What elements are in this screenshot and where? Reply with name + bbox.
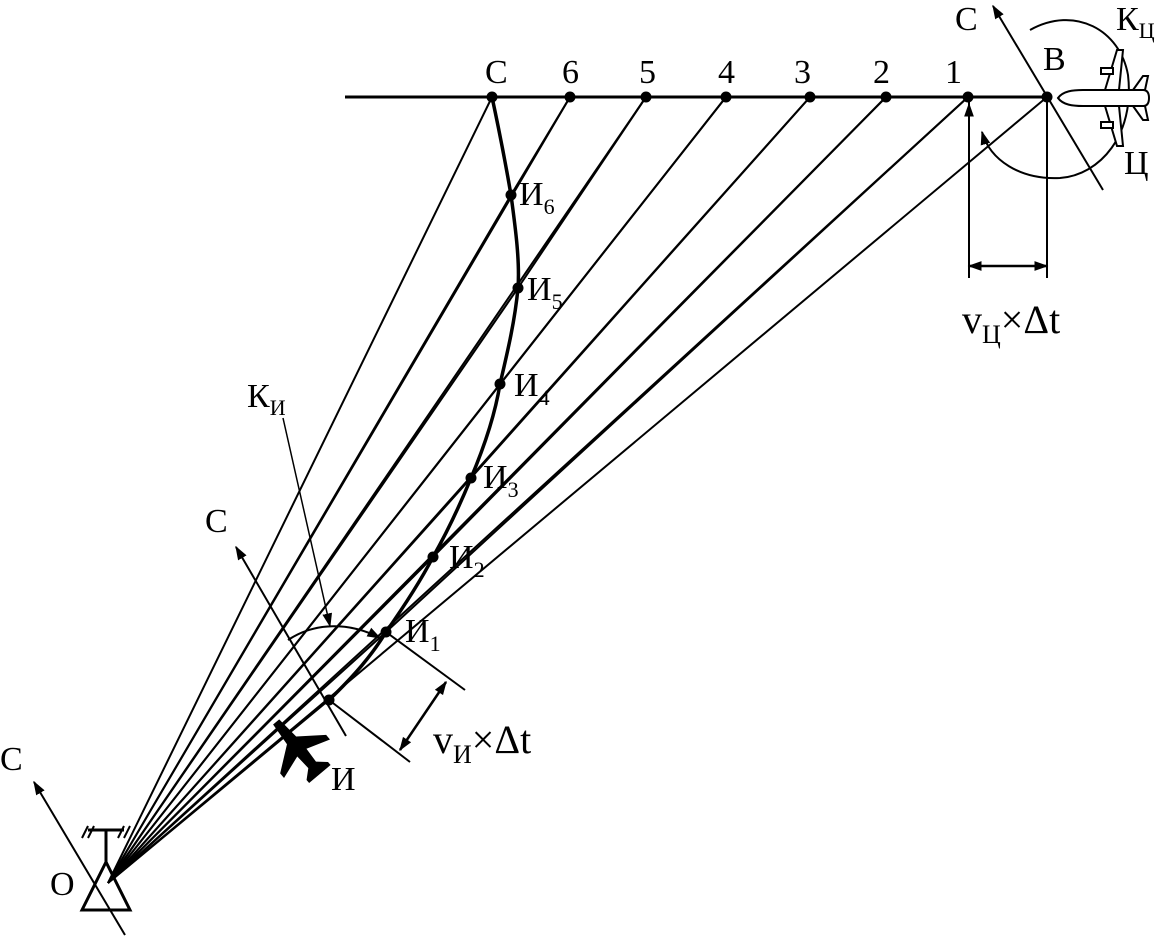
interceptor-distance-label: vИ×Δt <box>433 717 531 769</box>
target-track-point <box>804 91 816 103</box>
target-distance-label: vЦ×Δt <box>962 297 1060 349</box>
interceptor-course-leader <box>282 417 333 628</box>
target-track-label: 1 <box>945 54 962 91</box>
target-track-point <box>720 91 732 103</box>
sight-line-to-target-point <box>107 96 1048 884</box>
sight-line-to-interceptor-point <box>107 477 472 884</box>
interceptor-track-label: И4 <box>514 367 550 410</box>
interceptor-course-label: КИ <box>247 378 286 420</box>
bearing-line <box>432 96 887 558</box>
interceptor-pursuit-curve <box>327 96 521 702</box>
target-track-point <box>486 91 498 103</box>
interceptor-dim-line-2 <box>385 631 466 691</box>
interceptor-track-point <box>505 189 517 201</box>
sight-line-to-interceptor-point <box>107 194 512 884</box>
origin-label: О <box>50 866 75 903</box>
sight-line-to-interceptor-point <box>107 287 519 884</box>
bearing-line <box>470 96 811 479</box>
origin-north-label: С <box>0 741 23 778</box>
target-course-label: КЦ <box>1116 1 1155 43</box>
target-track-labels: С 6 5 4 3 2 1 В <box>485 41 1066 91</box>
interceptor-north-line <box>235 545 347 737</box>
target-track-label: 6 <box>562 54 579 91</box>
interceptor-track-point <box>427 551 439 563</box>
interceptor-north-label: С <box>205 503 228 540</box>
target-track-label: 3 <box>794 54 811 91</box>
target-aircraft-label: Ц <box>1124 145 1149 182</box>
target-track-point <box>564 91 576 103</box>
sight-line-to-interceptor-point <box>107 631 387 884</box>
target-track-label: 5 <box>639 54 656 91</box>
interceptor-track-label: И5 <box>527 271 563 314</box>
target-track-label: 4 <box>718 54 735 91</box>
interceptor-track-label: И3 <box>483 459 519 502</box>
interceptor-aircraft-icon <box>273 719 331 784</box>
interceptor-track-label: И6 <box>519 176 555 219</box>
target-track-label: В <box>1043 41 1066 78</box>
interceptor-dim-line-1 <box>328 699 411 763</box>
sight-line-to-interceptor-point <box>107 556 434 884</box>
sight-line-to-interceptor-point <box>107 699 330 884</box>
target-track-point <box>880 91 892 103</box>
interceptor-aircraft-label: И <box>331 761 356 798</box>
interceptor-track-point <box>512 282 524 294</box>
bearing-line <box>510 96 571 196</box>
sight-lines <box>107 96 1048 884</box>
origin-north-line <box>33 780 126 936</box>
interceptor-track-point <box>494 378 506 390</box>
bearing-line <box>517 96 647 289</box>
bearing-line <box>499 96 727 385</box>
target-track-label: 2 <box>873 54 890 91</box>
bearing-line <box>385 96 969 633</box>
interceptor-track-label: И1 <box>405 613 441 656</box>
interceptor-track-label: И2 <box>449 539 485 582</box>
target-north-label: С <box>955 1 978 38</box>
target-aircraft-icon <box>1056 49 1151 147</box>
target-track-label: С <box>485 54 508 91</box>
sight-line-to-interceptor-point <box>107 383 501 884</box>
ground-station-icon <box>79 825 133 912</box>
interceptor-course-arc <box>287 625 382 641</box>
interceptor-dim-arrow <box>398 680 448 752</box>
target-track-point <box>640 91 652 103</box>
interceptor-track-point <box>465 472 477 484</box>
